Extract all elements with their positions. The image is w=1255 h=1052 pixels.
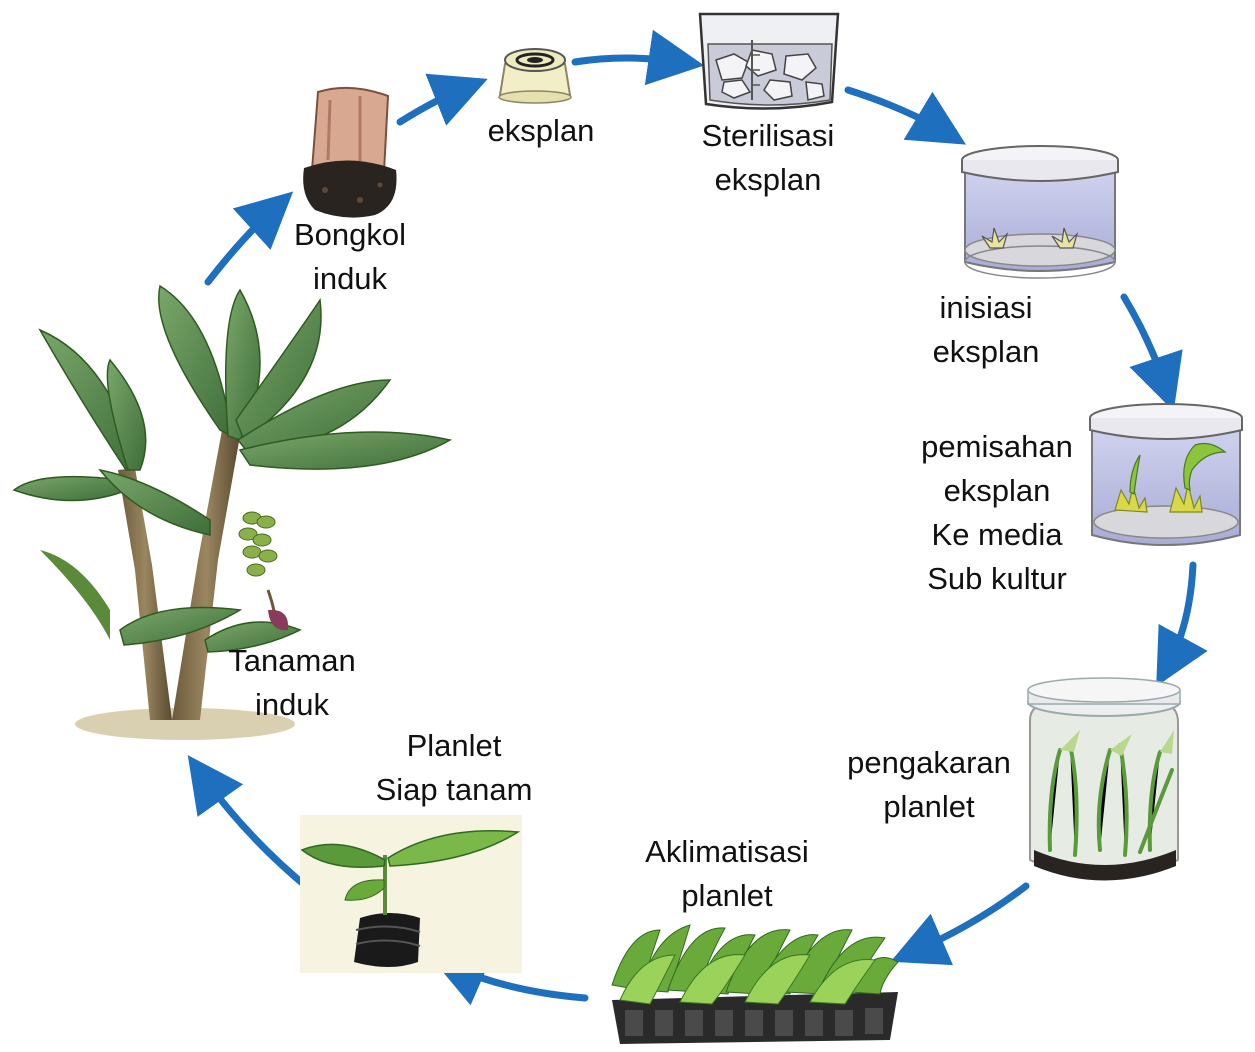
label-line: Tanaman [228, 643, 356, 678]
arrow-tanaman-to-bongkol [204, 191, 294, 286]
label-line: planlet [681, 878, 773, 913]
arrow-pemisahan-to-pengakaran [1156, 561, 1208, 687]
beaker-icon [698, 12, 840, 110]
label-tanaman-induk: Tanaman induk [228, 639, 356, 727]
label-planlet-siap-tanam: Planlet Siap tanam [376, 724, 533, 812]
label-line: induk [254, 687, 330, 722]
arrow-pengakaran-to-aklimatisasi [890, 882, 1030, 966]
label-line: Siap tanam [375, 772, 533, 807]
label-line: pemisahan [921, 429, 1073, 464]
culture-jar-icon [961, 145, 1119, 279]
label-bongkol-induk: Bongkol induk [294, 213, 406, 301]
arrow-bongkol-to-eksplan [396, 73, 488, 126]
corm-icon [303, 86, 397, 218]
label-line: eksplan [932, 334, 1040, 369]
label-line: eksplan [714, 162, 822, 197]
label-line: induk [312, 261, 388, 296]
arrow-sterilisasi-to-inisiasi [844, 86, 967, 145]
potted-plantlet-icon [300, 815, 522, 973]
rooting-jar-icon [1027, 677, 1181, 881]
label-line: Sub kultur [927, 561, 1067, 596]
cycle-arrows [187, 29, 1208, 1006]
label-line: Bongkol [293, 217, 407, 252]
arrow-eksplan-to-sterilisasi [571, 29, 705, 86]
arrow-inisiasi-to-pemisahan [1120, 293, 1183, 412]
label-line: Sterilisasi [701, 118, 835, 153]
label-sterilisasi-eksplan: Sterilisasi eksplan [702, 114, 835, 202]
label-line: inisiasi [939, 290, 1033, 325]
label-line: planlet [883, 789, 975, 824]
label-eksplan: eksplan [488, 109, 595, 153]
label-pemisahan-eksplan: pemisahan eksplan Ke media Sub kultur [921, 425, 1073, 601]
label-line: eksplan [487, 113, 595, 148]
label-line: Ke media [931, 517, 1063, 552]
label-inisiasi-eksplan: inisiasi eksplan [933, 286, 1040, 374]
culture-jar-shoots-icon [1089, 403, 1243, 546]
label-line: Aklimatisasi [645, 834, 809, 869]
explant-icon [498, 48, 572, 104]
label-line: eksplan [943, 473, 1051, 508]
banana-plant-icon [12, 284, 453, 740]
seedling-tray-icon [611, 924, 899, 1044]
label-aklimatisasi-planlet: Aklimatisasi planlet [645, 830, 809, 918]
label-line: Planlet [406, 728, 502, 763]
label-pengakaran-planlet: pengakaran planlet [847, 741, 1011, 829]
label-line: pengakaran [847, 745, 1011, 780]
